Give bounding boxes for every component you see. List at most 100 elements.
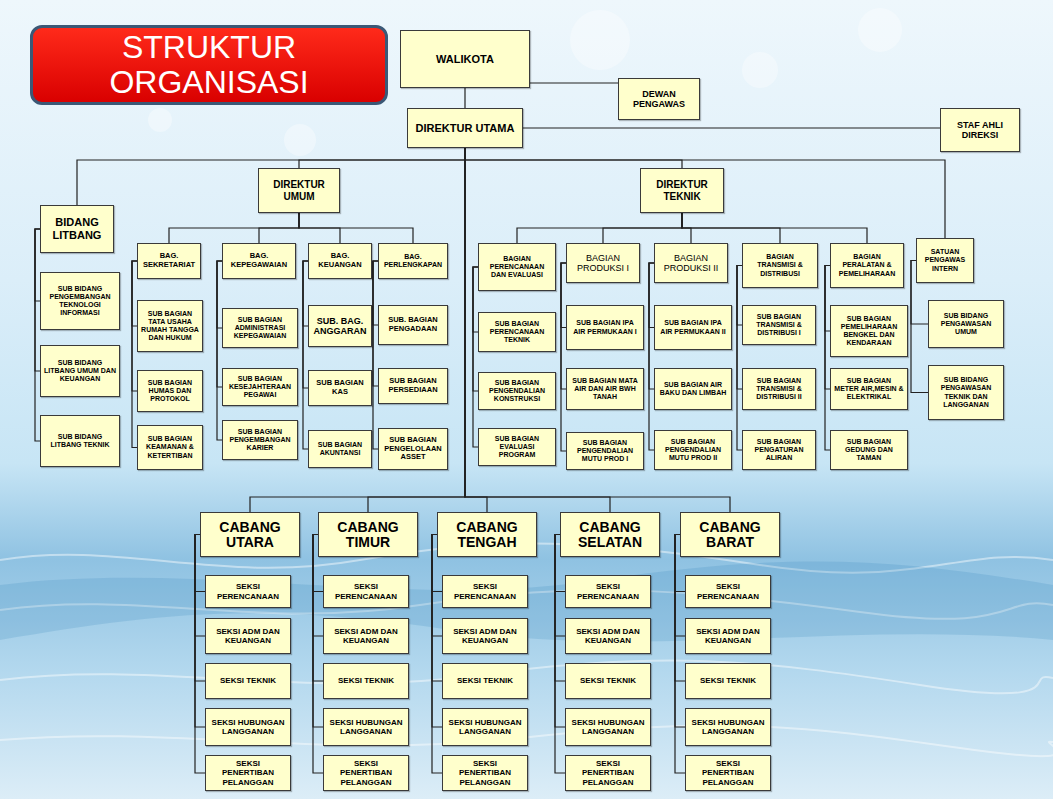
box-label: SUB BIDANG LITBANG TEKNIK xyxy=(44,433,116,449)
department-box: BAGIAN PRODUKSI I xyxy=(566,243,640,283)
box-label: SEKSI HUBUNGAN LANGGANAN xyxy=(446,718,524,736)
box-label: SUB BIDANG PENGAWASAN TEKNIK DAN LANGGAN… xyxy=(932,376,1000,408)
box-label: SUB BIDANG LITBANG UMUM DAN KEUANGAN xyxy=(44,359,116,383)
connector-line xyxy=(682,213,867,243)
box-label: SUB BAGIAN AIR BAKU DAN LIMBAH xyxy=(658,381,728,397)
box-label: SUB BAGIAN KAS xyxy=(312,379,368,396)
org-box: BIDANG LITBANG xyxy=(40,205,114,253)
box-label: DEWAN PENGAWAS xyxy=(622,89,696,110)
box-label: SUB BAGIAN KESEJAHTERAAN PEGAWAI xyxy=(226,375,294,399)
subdivision-box: BAGIAN PERENCANAAN DAN EVALUASI xyxy=(478,243,556,291)
box-label: SUB. BAGIAN PENGADAAN xyxy=(382,316,444,333)
department-box: BAG. KEPEGAWAIAN xyxy=(222,243,296,279)
director-box: DIREKTUR UMUM xyxy=(258,168,340,213)
subdivision-box: SUB BAGIAN PENGEMBANGAN KARIER xyxy=(222,420,298,460)
box-label: SEKSI PERENCANAAN xyxy=(209,582,287,600)
connector-line xyxy=(517,213,682,243)
section-box: SEKSI PERENCANAAN xyxy=(205,575,291,608)
subdivision-box: SUB BAGIAN METER AIR,MESIN & ELEKTRIKAL xyxy=(830,368,908,410)
connector-line xyxy=(313,535,323,774)
section-box: SEKSI PERENCANAAN xyxy=(565,575,651,608)
connector-line xyxy=(555,535,565,728)
box-label: CABANG BARAT xyxy=(684,520,776,549)
box-label: SEKSI PENERTIBAN PELANGGAN xyxy=(689,759,767,787)
box-label: SUB BAGIAN EVALUASI PROGRAM xyxy=(482,435,552,459)
subdivision-box: SUB BAGIAN KAS xyxy=(308,370,372,406)
box-label: CABANG SELATAN xyxy=(564,520,656,549)
section-box: SEKSI PENERTIBAN PELANGGAN xyxy=(442,755,528,791)
box-label: BAG. PERLENGKAPAN xyxy=(382,253,444,269)
section-box: SEKSI ADM DAN KEUANGAN xyxy=(685,618,771,654)
box-label: SEKSI HUBUNGAN LANGGANAN xyxy=(569,718,647,736)
branch-box: CABANG TIMUR xyxy=(318,512,418,557)
connector-line xyxy=(530,82,618,83)
subdivision-box: SUB BAGIAN PEMELIHARAAN BENGKEL DAN KEND… xyxy=(830,305,908,357)
connector-line xyxy=(465,148,730,512)
subdivision-box: SUB BAGIAN TATA USAHA RUMAH TANGGA DAN H… xyxy=(137,300,203,352)
box-label: SEKSI TEKNIK xyxy=(569,676,647,685)
connector-line xyxy=(299,213,413,243)
subdivision-box: SUB BAGIAN GEDUNG DAN TAMAN xyxy=(830,430,908,470)
box-label: SUB BAGIAN HUMAS DAN PROTOKOL xyxy=(141,379,199,403)
box-label: SUB BAGIAN PENGENDALIAN MUTU PROD I xyxy=(570,439,640,463)
box-label: SUB BAGIAN PENGENDALIAN MUTU PROD II xyxy=(658,438,728,462)
subdivision-box: SUB BAGIAN EVALUASI PROGRAM xyxy=(478,428,556,466)
connector-line xyxy=(368,148,465,512)
subdivision-box: SUB BAGIAN IPA AIR PERMUKAAN II xyxy=(654,305,732,350)
section-box: SEKSI HUBUNGAN LANGGANAN xyxy=(205,708,291,746)
box-label: SEKSI PENERTIBAN PELANGGAN xyxy=(209,759,287,787)
box-label: SUB BAGIAN AKUNTANSI xyxy=(312,441,368,457)
box-label: SEKSI HUBUNGAN LANGGANAN xyxy=(689,718,767,736)
box-label: SEKSI PERENCANAAN xyxy=(327,582,405,600)
department-box: BAG. KEUANGAN xyxy=(308,243,372,279)
box-label: BAGIAN PRODUKSI I xyxy=(570,253,636,274)
box-label: SUB BAGIAN PEMELIHARAAN BENGKEL DAN KEND… xyxy=(834,315,904,347)
connector-line xyxy=(473,267,478,447)
box-label: SEKSI ADM DAN KEUANGAN xyxy=(689,627,767,645)
section-box: SEKSI TEKNIK xyxy=(442,663,528,699)
box-label: BAGIAN TRANSMISI & DISTRIBUSI xyxy=(746,253,814,277)
box-label: SUB BAGIAN ADMINISTRASI KEPEGAWAIAN xyxy=(226,316,294,340)
box-label: BIDANG LITBANG xyxy=(44,216,110,241)
connector-line xyxy=(523,127,940,128)
subdivision-box: SUB BAGIAN AKUNTANSI xyxy=(308,430,372,468)
box-label: BAG. SEKRETARIAT xyxy=(141,252,197,269)
box-label: SUB BAGIAN PENGATURAN ALIRAN xyxy=(746,438,812,462)
subdivision-box: SUB BAGIAN PENGATURAN ALIRAN xyxy=(742,430,816,470)
section-box: SEKSI TEKNIK xyxy=(205,663,291,699)
subdivision-box: SUB BAGIAN TRANSMISI & DISTRIBUSI I xyxy=(742,305,816,345)
subdivision-box: SUB BAGIAN PENGENDALIAN MUTU PROD II xyxy=(654,430,732,470)
connector-line xyxy=(303,261,308,449)
title-banner: STRUKTUR ORGANISASI xyxy=(30,25,388,105)
section-box: SEKSI ADM DAN KEUANGAN xyxy=(323,618,409,654)
box-label: SUB BAGIAN PENGEMBANGAN KARIER xyxy=(226,428,294,452)
connector-line xyxy=(465,148,945,238)
section-box: SEKSI HUBUNGAN LANGGANAN xyxy=(565,708,651,746)
connector-line xyxy=(35,229,40,441)
box-label: BAG. KEUANGAN xyxy=(312,252,368,269)
connector-line xyxy=(373,261,378,449)
box-label: STAF AHLI DIREKSI xyxy=(944,120,1016,141)
box-label: SUB BAGIAN PENGELOLAAN ASSET xyxy=(382,436,444,462)
section-box: SEKSI PERENCANAAN xyxy=(685,575,771,608)
board-box: DEWAN PENGAWAS xyxy=(618,78,700,120)
connector-line xyxy=(432,535,442,774)
subdivision-box: SUB BIDANG PENGAWASAN TEKNIK DAN LANGGAN… xyxy=(928,365,1004,420)
section-box: SEKSI TEKNIK xyxy=(565,663,651,699)
subdivision-box: SUB BIDANG LITBANG UMUM DAN KEUANGAN xyxy=(40,345,120,397)
subdivision-box: SATUAN PENGAWAS INTERN xyxy=(916,238,974,283)
connector-line xyxy=(555,535,565,774)
connector-line xyxy=(217,261,222,440)
box-label: SEKSI PERENCANAAN xyxy=(446,582,524,600)
box-label: SEKSI TEKNIK xyxy=(209,676,287,685)
org-box: WALIKOTA xyxy=(400,30,530,88)
box-label: BAGIAN PERENCANAAN DAN EVALUASI xyxy=(482,255,552,279)
section-box: SEKSI ADM DAN KEUANGAN xyxy=(565,618,651,654)
department-box: BAGIAN PRODUKSI II xyxy=(654,243,728,283)
subdivision-box: SUB BAGIAN PENGENDALIAN MUTU PROD I xyxy=(566,432,644,470)
connector-line xyxy=(675,535,685,774)
connector-line xyxy=(825,266,830,451)
subdivision-box: SUB BAGIAN KEAMANAN & KETERTIBAN xyxy=(137,425,203,470)
connector-line xyxy=(259,213,299,243)
branch-box: CABANG UTARA xyxy=(200,512,300,557)
